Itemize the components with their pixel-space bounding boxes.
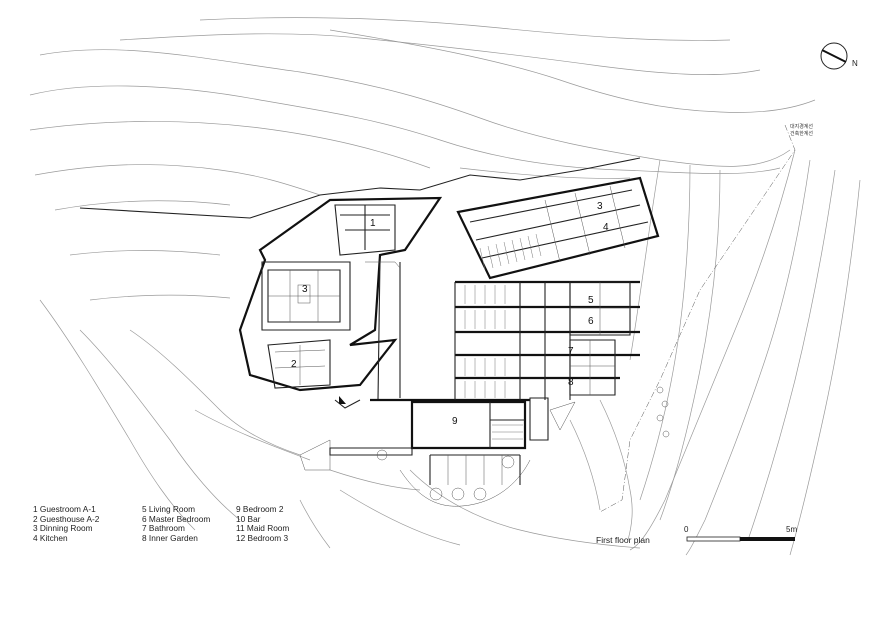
trees [376,386,670,501]
site-note-line-1: 대지경계선 [790,123,813,130]
ne-wing [456,176,660,280]
legend-item: 6 Master Bedroom [142,513,211,524]
site-boundary [599,124,796,513]
legend-item: 4 Kitchen [33,532,68,543]
south-block [329,397,576,485]
legend-column-2: 5 Living Room 6 Master Bedroom 7 Bathroo… [142,504,211,543]
legend-item: 2 Guesthouse A-2 [33,513,100,524]
legend-item: 12 Bedroom 3 [236,532,289,543]
legend-item: 8 Inner Garden [142,532,198,543]
central-corridor [334,257,530,409]
contour-lines [29,17,861,556]
room-label-3b: 3 [597,201,603,212]
scale-end-label: 5m [786,525,797,534]
north-arrow: N [820,42,858,70]
plan-title: First floor plan [596,535,650,545]
legend-item: 3 Dinning Room [33,523,93,534]
site-note-line-2: 건축한계선 [790,130,813,137]
legend-item: 10 Bar [236,513,261,524]
room-label-2: 2 [291,359,297,370]
legend-column-1: 1 Guestroom A-1 2 Guesthouse A-2 3 Dinni… [33,504,100,543]
terrain-edge [79,157,641,219]
guest-wing [238,196,443,392]
legend-item: 5 Living Room [142,504,196,514]
north-label: N [852,59,858,68]
room-label-1: 1 [370,218,376,229]
room-label-7: 7 [568,346,574,357]
legend-item: 11 Maid Room [236,523,290,534]
entrance-arrow [339,396,346,404]
room-label-8: 8 [568,377,574,388]
room-label-5: 5 [588,295,594,306]
room-label-4: 4 [603,222,609,233]
scale-start-label: 0 [684,525,689,534]
legend-item: 9 Bedroom 2 [236,504,284,514]
room-label-3a: 3 [302,284,308,295]
scale-bar: 0 5m [684,525,797,542]
east-wings [454,280,640,400]
legend-item: 7 Bathroom [142,523,185,534]
room-label-6: 6 [588,316,594,327]
legend-column-3: 9 Bedroom 2 10 Bar 11 Maid Room 12 Bedro… [236,504,290,543]
room-label-9: 9 [452,416,458,427]
legend-item: 1 Guestroom A-1 [33,504,96,514]
